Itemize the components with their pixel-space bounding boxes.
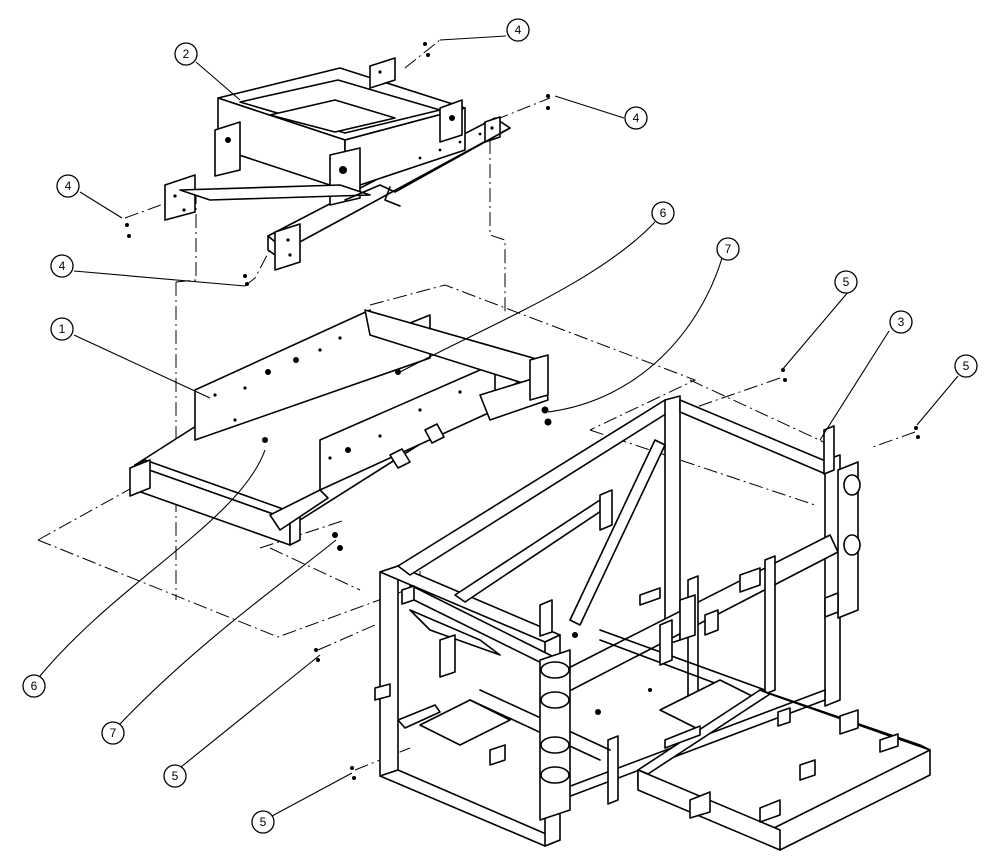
part-1-deck-frame <box>129 309 552 551</box>
fasteners <box>125 42 920 780</box>
callout-7-lower: 7 <box>101 721 125 745</box>
part-3-main-frame <box>374 395 861 847</box>
callout-label: 5 <box>172 769 179 783</box>
callout-label: 7 <box>725 242 732 256</box>
callout-4-top: 4 <box>506 18 530 42</box>
callout-label: 2 <box>183 47 190 61</box>
callout-6-upper: 6 <box>651 201 675 225</box>
callout-label: 4 <box>65 179 72 193</box>
callout-label: 5 <box>963 359 970 373</box>
callout-label: 6 <box>31 679 38 693</box>
callout-label: 3 <box>898 315 905 329</box>
part-2-upper-mount <box>164 57 511 271</box>
callout-1: 1 <box>50 317 74 341</box>
callout-4-left: 4 <box>56 174 80 198</box>
callout-label: 1 <box>59 322 66 336</box>
callout-2: 2 <box>174 42 198 66</box>
assembly-lines <box>37 39 916 771</box>
lower-step-frame <box>637 689 931 851</box>
callout-label: 7 <box>110 726 117 740</box>
callout-label: 5 <box>843 275 850 289</box>
callout-7-upper: 7 <box>716 237 740 261</box>
callout-label: 5 <box>260 815 267 829</box>
callout-5-bottom: 5 <box>251 810 275 834</box>
callout-label: 4 <box>633 111 640 125</box>
callout-3: 3 <box>889 310 913 334</box>
callout-label: 6 <box>660 206 667 220</box>
leader-lines <box>39 35 959 817</box>
callout-4-right: 4 <box>624 106 648 130</box>
callout-label: 4 <box>515 23 522 37</box>
callout-label: 4 <box>59 259 66 273</box>
callout-5-right: 5 <box>954 354 978 378</box>
callout-5-upper: 5 <box>834 270 858 294</box>
callout-6-lower: 6 <box>22 674 46 698</box>
callout-4-mid: 4 <box>50 254 74 278</box>
callout-5-lower-left: 5 <box>163 764 187 788</box>
